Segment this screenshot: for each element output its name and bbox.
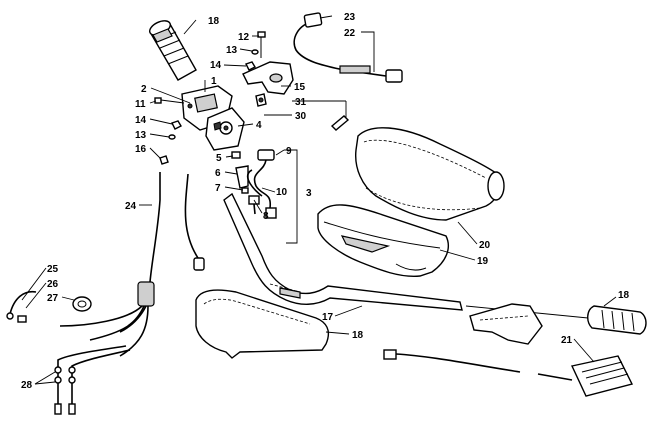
callout-13-left: 13 (135, 130, 147, 141)
screw-7 (241, 187, 249, 194)
bolt-12 (257, 31, 266, 58)
callout-14-top: 14 (210, 60, 222, 71)
callout-18-right: 18 (618, 290, 630, 301)
switch-10 (246, 169, 263, 197)
cable-23 (293, 12, 403, 83)
callout-17: 17 (322, 312, 334, 323)
handlebar-pad-19 (195, 289, 330, 359)
cover-21 (355, 127, 505, 221)
throttle-lever-right (469, 303, 543, 345)
switch-9 (253, 149, 277, 219)
callout-10: 10 (276, 187, 288, 198)
dowel-14-left (171, 120, 182, 130)
callout-8: 8 (263, 211, 269, 222)
pin-31 (330, 115, 350, 131)
washer-13-left (168, 134, 176, 140)
washer-13-top (251, 49, 259, 55)
callout-18-top: 18 (208, 16, 220, 27)
cable-ends-29 (54, 345, 131, 415)
heater-element-22 (383, 349, 634, 397)
callout-13-top: 13 (226, 45, 238, 56)
callout-15: 15 (294, 82, 306, 93)
part-26-27 (6, 290, 37, 323)
callout-5: 5 (216, 153, 222, 164)
callout-1: 1 (211, 76, 217, 87)
callout-7: 7 (215, 183, 221, 194)
switch-block-4 (205, 107, 245, 151)
leader-lines (21, 15, 617, 385)
callout-20: 19 (477, 256, 489, 267)
nut-16 (159, 155, 169, 165)
callout-12: 12 (238, 32, 250, 43)
nut-14-top (245, 61, 256, 71)
callout-2: 2 (141, 84, 147, 95)
callout-19: 18 (352, 330, 364, 341)
callout-27: 26 (47, 279, 59, 290)
bolt-11 (154, 97, 185, 104)
callout-14-left: 14 (135, 115, 147, 126)
throttle-cable-25 (59, 172, 161, 357)
bracket-3-outline (284, 149, 298, 244)
callout-4: 4 (256, 120, 262, 131)
handlebar-17 (223, 192, 463, 311)
callout-31: 31 (295, 97, 307, 108)
bracket-6 (235, 165, 249, 189)
callout-6: 6 (215, 168, 221, 179)
sensor-30 (255, 93, 267, 107)
callout-3: 3 (306, 188, 312, 199)
hand-grip-left (148, 20, 197, 81)
callout-28: 27 (47, 293, 59, 304)
callout-30: 30 (295, 111, 307, 122)
screw-5 (231, 151, 241, 159)
callout-16: 16 (135, 144, 147, 155)
callout-11: 11 (135, 99, 146, 110)
clamp-15 (242, 61, 294, 95)
callout-25: 24 (125, 201, 137, 212)
clip-28 (72, 296, 92, 312)
callout-21: 20 (479, 240, 491, 251)
callout-29: 28 (21, 380, 33, 391)
callout-26: 25 (47, 264, 59, 275)
callout-23: 22 (344, 28, 356, 39)
callout-22: 21 (561, 335, 573, 346)
cable-loose (184, 173, 205, 271)
callout-24: 23 (344, 12, 356, 23)
callout-9: 9 (286, 146, 292, 157)
windshield-20 (317, 204, 450, 278)
